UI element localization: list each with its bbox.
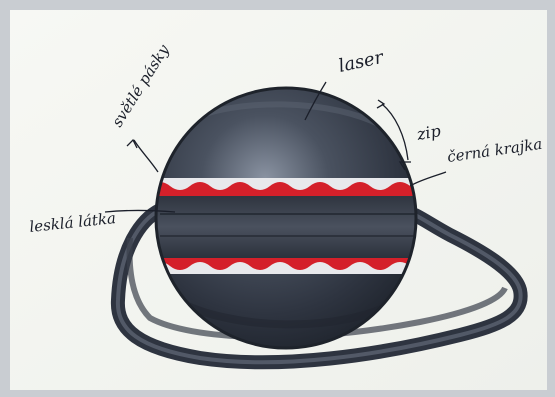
- shiny-band: [150, 196, 430, 258]
